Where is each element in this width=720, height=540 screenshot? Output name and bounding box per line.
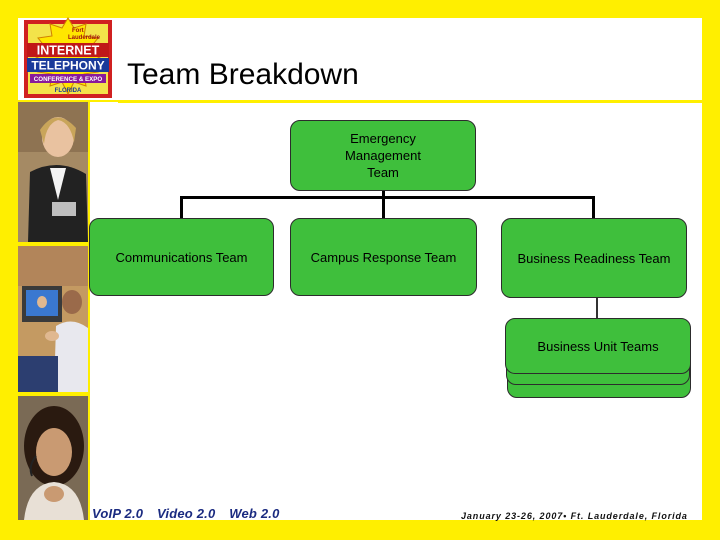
org-box-campus-response: Campus Response Team [290, 218, 477, 296]
footer-tag-web: Web 2.0 [229, 506, 280, 521]
logo-text-internet: INTERNET [37, 44, 100, 58]
org-box-communications: Communications Team [89, 218, 274, 296]
connector-to-business-units [596, 298, 598, 318]
org-box-business-readiness-label: Business Readiness Team [517, 250, 671, 266]
slide-title: Team Breakdown [127, 58, 359, 91]
org-box-business-units: Business Unit Teams [505, 318, 691, 374]
footer-tag-video: Video 2.0 [157, 506, 216, 521]
office-worker-photo [18, 246, 88, 392]
footer-date-location: January 23-26, 2007• Ft. Lauderdale, Flo… [461, 511, 688, 521]
conference-logo: Fort Lauderdale INTERNET TELEPHONY CONFE… [24, 17, 112, 98]
logo-text-florida: FLORIDA [55, 88, 82, 94]
connector-to-communications [180, 196, 183, 218]
connector-to-campus-response [382, 196, 385, 218]
logo-text-telephony: TELEPHONY [31, 59, 104, 73]
org-box-campus-response-label: Campus Response Team [310, 249, 457, 265]
connector-to-business-readiness [592, 196, 595, 218]
org-box-emergency-management: Emergency Management Team [290, 120, 476, 191]
footer-tags: VoIP 2.0 Video 2.0 Web 2.0 [92, 506, 290, 521]
connector-root-down [382, 190, 385, 198]
org-box-business-units-label: Business Unit Teams [537, 338, 659, 354]
org-box-business-readiness: Business Readiness Team [501, 218, 687, 298]
logo-text-fort: Fort [72, 28, 84, 34]
org-box-emergency-management-label: Emergency Management Team [345, 131, 421, 180]
headset-agent-photo [18, 396, 88, 520]
title-rule [118, 100, 702, 103]
connector-horizontal [180, 196, 595, 199]
header-area [18, 18, 702, 100]
logo-text-conference: CONFERENCE & EXPO [34, 76, 103, 83]
businesswoman-photo [18, 102, 88, 242]
org-box-communications-label: Communications Team [115, 249, 248, 265]
logo-text-lauderdale: Lauderdale [68, 35, 101, 41]
footer-tag-voip: VoIP 2.0 [92, 506, 144, 521]
